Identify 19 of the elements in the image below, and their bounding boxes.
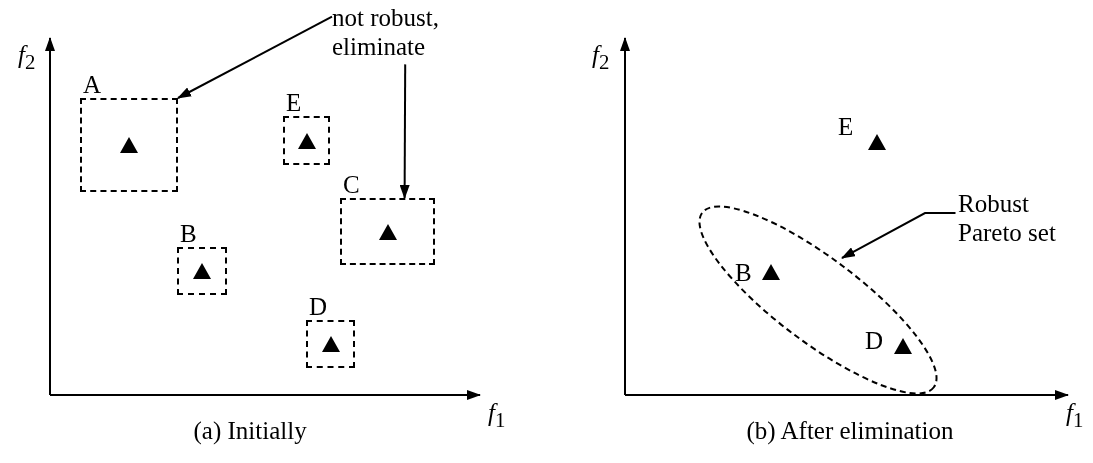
point-label: D — [309, 294, 328, 319]
point-label: A — [83, 72, 102, 97]
point-label: E — [286, 90, 302, 115]
caption: (b) After elimination — [746, 418, 954, 443]
axis-label: f$_{1}$ — [488, 400, 506, 431]
caption: (a) Initially — [193, 418, 307, 443]
axis-label: f$_{1}$ — [1066, 400, 1084, 431]
arrow — [177, 15, 333, 99]
arrow — [399, 63, 410, 199]
point-label: E — [838, 114, 854, 139]
axis-label: f$_{2}$ — [592, 42, 610, 73]
annotation-text: not robust, eliminate — [332, 4, 440, 62]
point-label: D — [865, 328, 884, 353]
point-label: B — [735, 260, 752, 285]
annotation-text: Robust Pareto set — [958, 190, 1057, 248]
point-label: B — [180, 221, 197, 246]
arrow — [841, 212, 957, 259]
point-label: C — [343, 172, 360, 197]
axis-label: f$_{2}$ — [18, 42, 36, 73]
